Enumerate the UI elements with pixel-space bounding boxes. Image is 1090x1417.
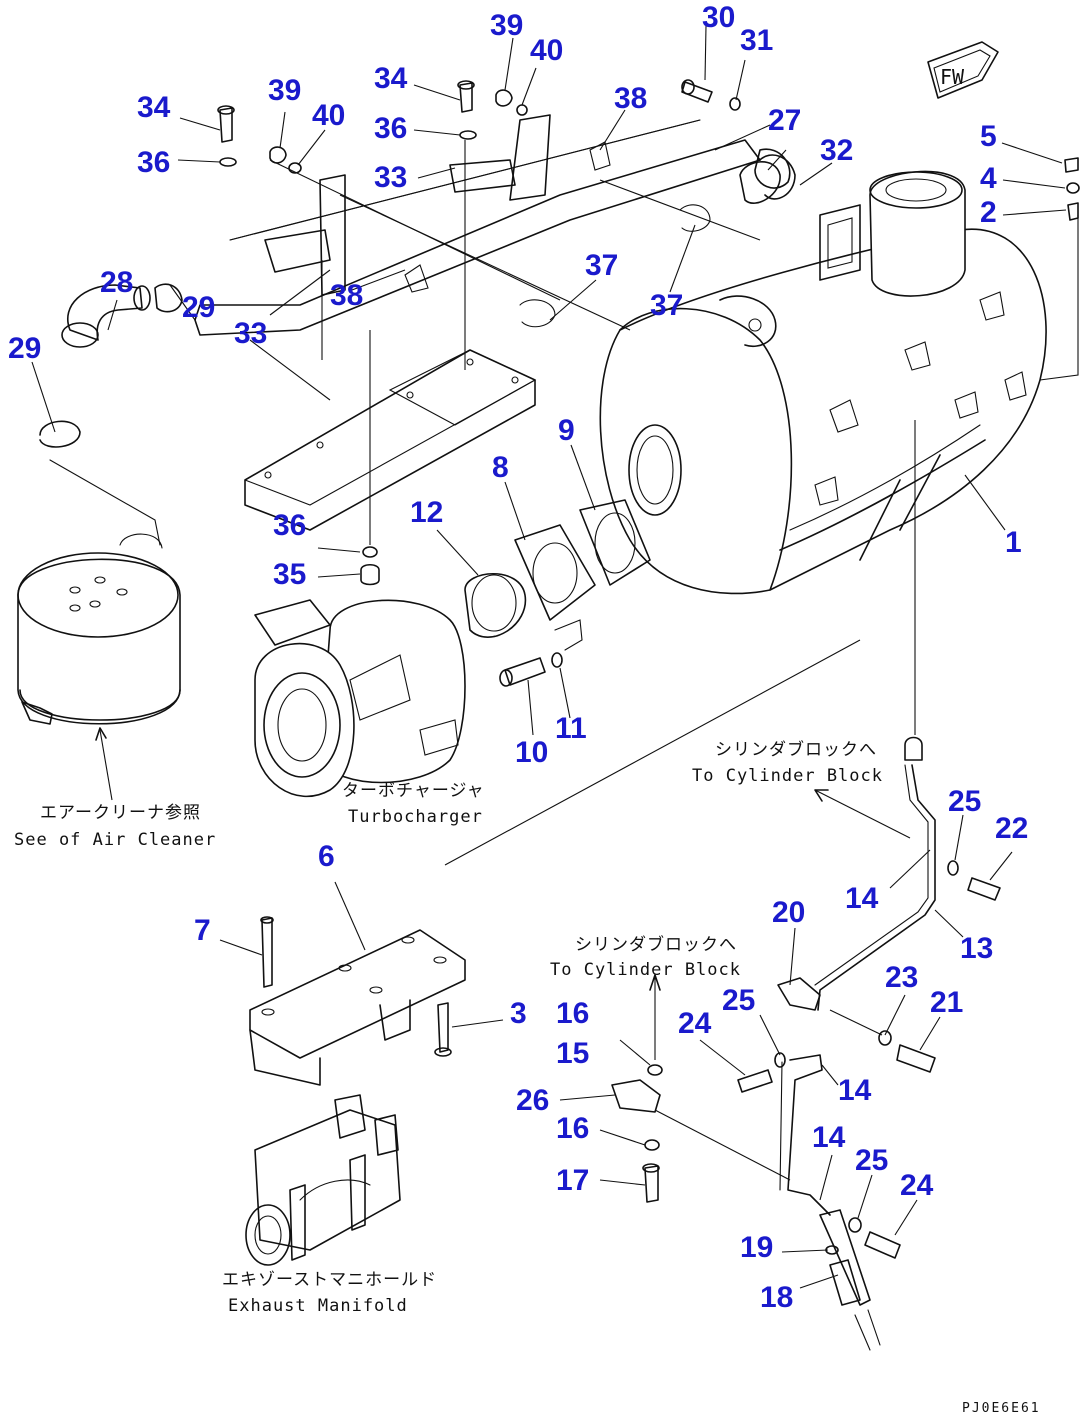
callouts: 30 31 39 40 34 36 33 38 27 32 5 4 2 34 3… [8, 1, 1028, 1314]
caption-air-cleaner-jp: エアークリーナ参照 [40, 803, 201, 823]
lower-clamp-hardware [611, 974, 663, 1203]
callout-28: 28 [100, 266, 133, 299]
callout-33: 33 [374, 161, 407, 194]
callout-38: 38 [614, 82, 647, 115]
callout-32: 32 [820, 134, 853, 167]
callout-3: 3 [510, 997, 527, 1030]
callout-12: 12 [410, 496, 443, 529]
bolts-10-11 [499, 652, 563, 687]
callout-20: 20 [772, 896, 805, 929]
gaskets-and-rings [464, 499, 651, 651]
callout-14-middle: 14 [838, 1074, 872, 1107]
caption-exhaust-manifold-en: Exhaust Manifold [228, 1296, 408, 1316]
callout-40: 40 [530, 34, 563, 67]
muffler-body [599, 228, 1047, 595]
lower-right-hardware [654, 860, 1001, 1259]
callout-7: 7 [194, 914, 211, 947]
caption-cylinder-block-upper-jp: シリンダブロックへ [715, 739, 877, 760]
callout-5: 5 [980, 120, 997, 153]
callout-34-left: 34 [137, 91, 171, 124]
exhaust-manifold [245, 1094, 401, 1266]
callout-31: 31 [740, 24, 773, 57]
bracket-6 [249, 916, 466, 1086]
muffler-outlet-stack [819, 170, 966, 297]
callout-29-left: 29 [8, 332, 41, 365]
caption-cylinder-block-lower-en: To Cylinder Block [550, 960, 741, 980]
callout-40-left: 40 [312, 99, 345, 132]
caption-air-cleaner-en: See of Air Cleaner [14, 830, 216, 850]
callout-29-right: 29 [182, 291, 215, 324]
callout-39-left: 39 [268, 74, 301, 107]
callout-34: 34 [374, 62, 408, 95]
forward-direction-marker: FW [927, 41, 999, 99]
callout-25-lower: 25 [855, 1144, 888, 1177]
leader-lines [31, 25, 1067, 1289]
drawing-code: PJ0E6E61 [962, 1401, 1041, 1416]
callout-8: 8 [492, 451, 509, 484]
callout-4: 4 [980, 162, 997, 195]
callout-26: 26 [516, 1084, 549, 1117]
callout-14-lower: 14 [812, 1121, 846, 1154]
callout-38-left: 38 [330, 279, 363, 312]
caption-turbocharger-en: Turbocharger [348, 807, 483, 827]
callout-30: 30 [702, 1, 735, 34]
callout-17: 17 [556, 1164, 589, 1197]
callout-1: 1 [1005, 526, 1022, 559]
brackets-33 [264, 114, 611, 328]
callout-13: 13 [960, 932, 993, 965]
callout-24-left: 24 [678, 1007, 712, 1040]
callout-16-upper: 16 [556, 997, 589, 1030]
caption-turbocharger-jp: ターボチャージャ [342, 781, 485, 801]
callout-14-upper: 14 [845, 882, 879, 915]
callout-15: 15 [556, 1037, 589, 1070]
air-cleaner [17, 533, 181, 801]
hose-and-clamps [39, 283, 183, 546]
captions: エアークリーナ参照 See of Air Cleaner ターボチャージャ Tu… [14, 739, 1041, 1416]
callout-18: 18 [760, 1281, 793, 1314]
caption-exhaust-manifold-jp: エキゾーストマニホールド [222, 1270, 437, 1290]
callout-6: 6 [318, 840, 335, 873]
callout-33-left: 33 [234, 317, 267, 350]
callout-37-lower: 37 [650, 289, 683, 322]
callout-22: 22 [995, 812, 1028, 845]
callout-2: 2 [980, 196, 997, 229]
drain-tube-13 [779, 736, 936, 1351]
caption-cylinder-block-upper-en: To Cylinder Block [692, 766, 883, 786]
callout-36: 36 [374, 112, 407, 145]
callout-23: 23 [885, 961, 918, 994]
callout-37-upper: 37 [585, 249, 618, 282]
callout-39: 39 [490, 9, 523, 42]
callout-27: 27 [768, 104, 801, 137]
construction-lines [229, 119, 1079, 866]
callout-25-upper: 25 [948, 785, 981, 818]
callout-36-left: 36 [137, 146, 170, 179]
callout-9: 9 [558, 414, 575, 447]
fw-label: FW [940, 65, 965, 89]
callout-21: 21 [930, 986, 963, 1019]
callout-36-lower: 36 [273, 509, 306, 542]
lower-bolt-nut [360, 546, 380, 586]
callout-25-middle: 25 [722, 984, 755, 1017]
support-plate [244, 349, 537, 531]
callout-10: 10 [515, 736, 548, 769]
caption-cylinder-block-lower-jp: シリンダブロックへ [575, 934, 737, 955]
callout-16-lower: 16 [556, 1112, 589, 1145]
callout-11: 11 [555, 712, 587, 745]
callout-24-right: 24 [900, 1169, 934, 1202]
turbocharger [254, 599, 466, 798]
callout-19: 19 [740, 1231, 773, 1264]
callout-35: 35 [273, 558, 306, 591]
